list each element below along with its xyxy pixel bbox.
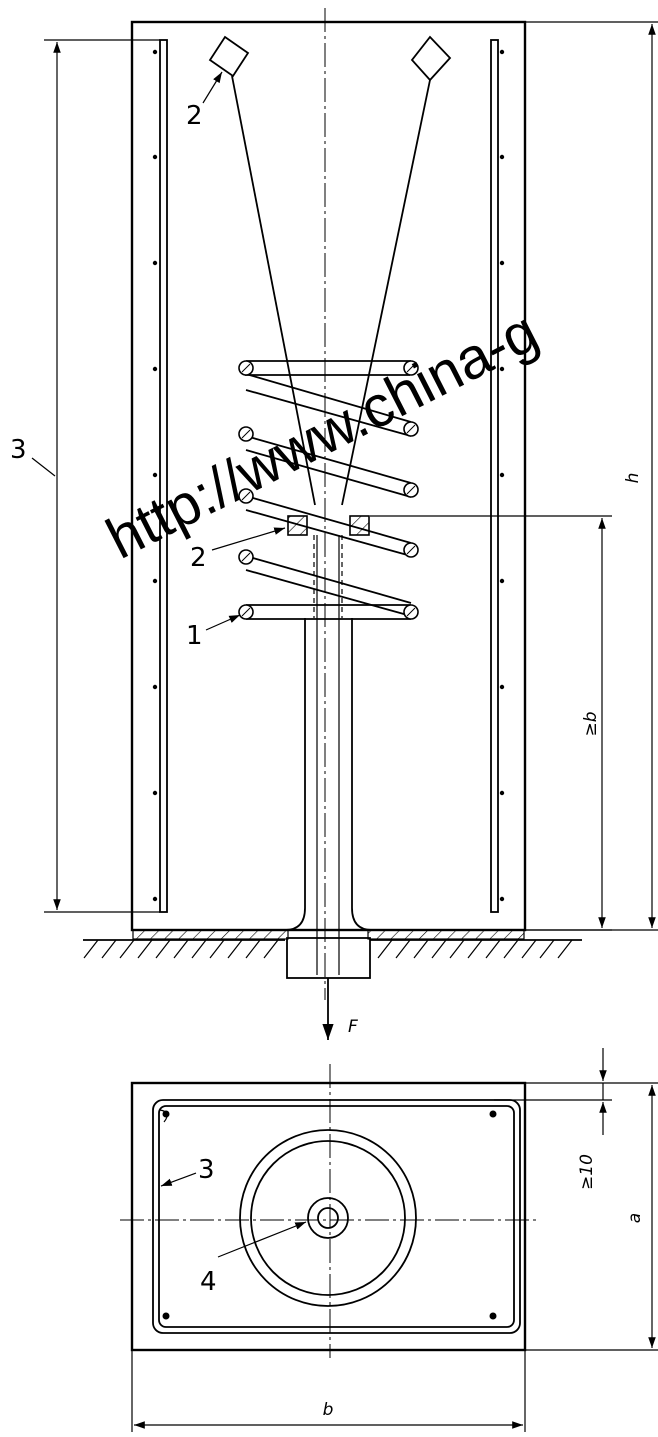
callout-wall: 3	[10, 435, 56, 477]
light-beam-left	[231, 75, 316, 506]
right-wall-plate	[490, 39, 505, 913]
spring-outer-circle	[239, 1129, 417, 1307]
plan-wall-inner	[158, 1105, 515, 1328]
spring-coil	[238, 360, 419, 620]
spring-inner-circle	[250, 1140, 406, 1296]
edge-clearance-label: ≥10	[577, 1154, 597, 1190]
cabinet-outline	[130, 20, 527, 932]
svg-text:3: 3	[10, 435, 27, 465]
dimension-depth: a	[525, 1082, 658, 1351]
svg-text:2: 2	[186, 101, 203, 131]
depth-label: a	[625, 1213, 645, 1223]
rod-outer-circle	[307, 1197, 349, 1239]
floor-slab-right	[367, 929, 525, 940]
callout-spring: 1	[186, 614, 241, 651]
elevation-view: F h ≥b 2 3	[10, 8, 658, 1040]
ground-line	[83, 939, 582, 959]
callout-axis-center: 4	[200, 1221, 307, 1297]
dimension-edge-clearance: ≥10	[494, 1048, 612, 1190]
spring-gap-label: ≥b	[581, 711, 601, 736]
dimension-spring-gap: ≥b	[370, 515, 612, 931]
dimension-width: b	[131, 1350, 526, 1432]
floor-slab-left	[132, 929, 289, 940]
plan-view: 3 4 b a ≥10	[120, 1048, 658, 1432]
left-wall-plate	[152, 39, 168, 913]
width-label: b	[323, 1400, 334, 1420]
lamp-right	[410, 35, 452, 82]
dimension-wall-height	[44, 39, 160, 913]
svg-text:2: 2	[190, 543, 207, 573]
svg-text:3: 3	[198, 1155, 215, 1185]
callout-wall-plan: 3	[160, 1155, 215, 1187]
sensor-pair	[287, 515, 370, 536]
plan-outline	[130, 1081, 527, 1352]
force-label: F	[348, 1017, 358, 1037]
callout-lamp: 2	[186, 71, 223, 131]
height-label: h	[623, 473, 643, 484]
rod-inner-circle	[317, 1207, 339, 1229]
callout-lamp-lower: 2	[190, 527, 286, 573]
dimension-height: h	[525, 21, 658, 931]
lamp-left	[208, 35, 250, 78]
svg-text:1: 1	[186, 621, 203, 651]
plan-corner-bolts	[162, 1110, 497, 1320]
plan-wall-outer	[152, 1099, 521, 1334]
svg-text:4: 4	[200, 1267, 217, 1297]
light-beam-right	[341, 79, 431, 506]
